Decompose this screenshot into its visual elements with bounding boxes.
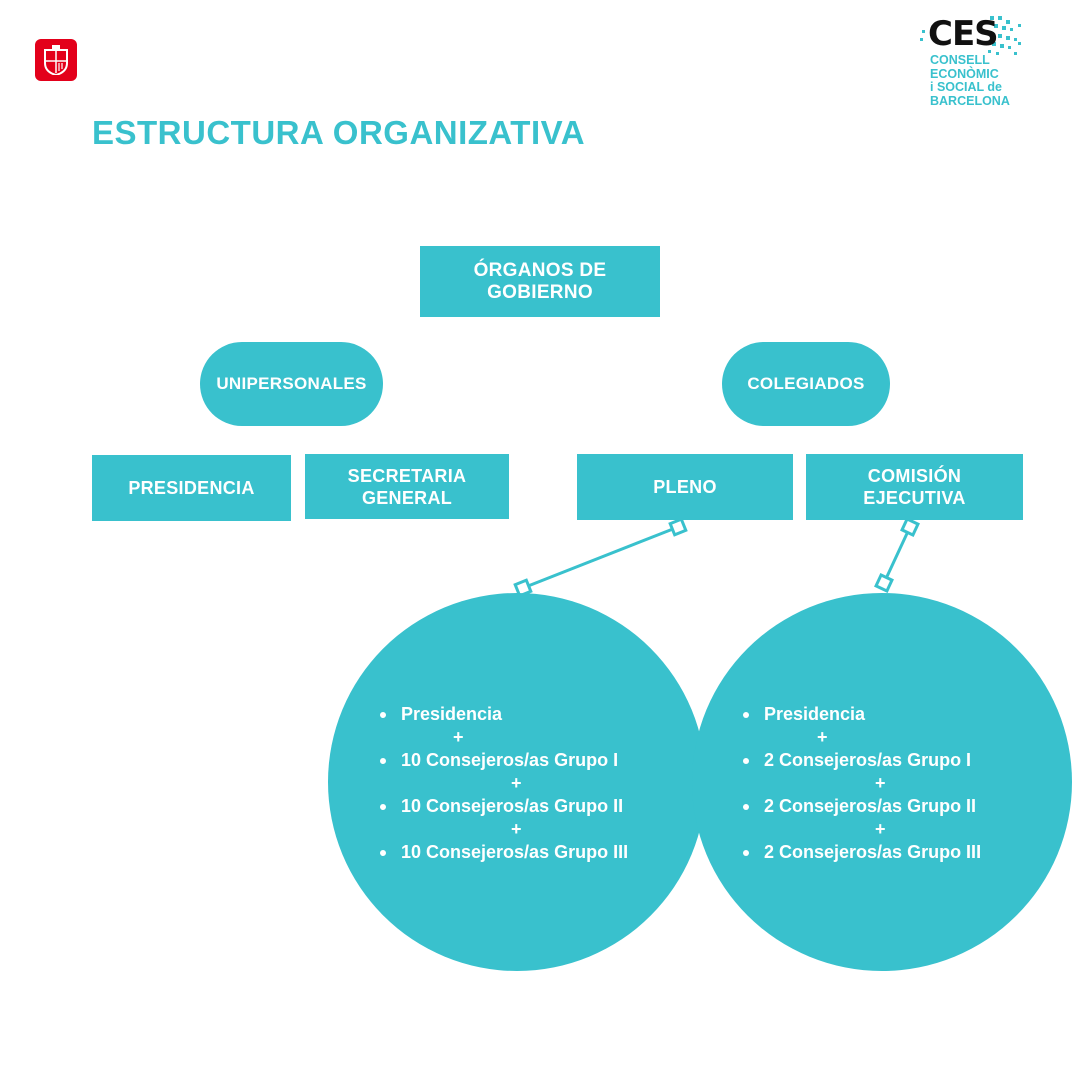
plus-separator: + <box>511 819 522 839</box>
plus-separator: + <box>875 819 886 839</box>
list-item: 10 Consejeros/as Grupo III <box>377 841 628 864</box>
plus-separator: + <box>817 727 828 747</box>
comision-members-circle <box>692 593 1072 971</box>
pleno-members-circle <box>328 593 706 971</box>
node-secretaria-general: SECRETARIA GENERAL <box>305 454 509 519</box>
node-comision-ejecutiva: COMISIÓN EJECUTIVA <box>806 454 1023 520</box>
branch-colegiados: COLEGIADOS <box>722 342 890 426</box>
page-title: ESTRUCTURA ORGANIZATIVA <box>92 114 586 151</box>
comision-members-list: Presidencia + 2 Consejeros/as Grupo I + … <box>740 703 981 864</box>
list-item: 2 Consejeros/as Grupo II <box>740 795 981 818</box>
comision-connector <box>882 526 912 584</box>
list-item: 10 Consejeros/as Grupo I <box>377 749 628 772</box>
plus-separator: + <box>511 773 522 793</box>
list-item: 10 Consejeros/as Grupo II <box>377 795 628 818</box>
ces-dots-icon <box>920 16 1021 55</box>
pleno-members-list: Presidencia + 10 Consejeros/as Grupo I +… <box>377 703 628 864</box>
pleno-connector-end-top <box>668 517 688 537</box>
coat-of-arms-icon <box>44 45 68 75</box>
node-presidencia: PRESIDENCIA <box>92 455 291 521</box>
ces-mark: CES <box>928 14 999 54</box>
comision-connector-end-bottom <box>874 573 894 593</box>
ces-name: CONSELL ECONÒMIC i SOCIAL de BARCELONA <box>930 53 1010 108</box>
ajuntament-barcelona-logo <box>35 39 77 81</box>
ces-logo: CES CONSELL ECONÒMIC i SOCIAL de BARCELO… <box>918 12 1028 112</box>
list-item: Presidencia <box>740 703 981 726</box>
list-item: Presidencia <box>377 703 628 726</box>
node-pleno: PLENO <box>577 454 793 520</box>
root-organos-de-gobierno: ÓRGANOS DE GOBIERNO <box>420 246 660 317</box>
comision-connector-end-top <box>900 517 920 537</box>
branch-unipersonales: UNIPERSONALES <box>200 342 383 426</box>
plus-separator: + <box>453 727 464 747</box>
list-item: 2 Consejeros/as Grupo III <box>740 841 981 864</box>
pleno-connector <box>522 525 679 590</box>
plus-separator: + <box>875 773 886 793</box>
list-item: 2 Consejeros/as Grupo I <box>740 749 981 772</box>
